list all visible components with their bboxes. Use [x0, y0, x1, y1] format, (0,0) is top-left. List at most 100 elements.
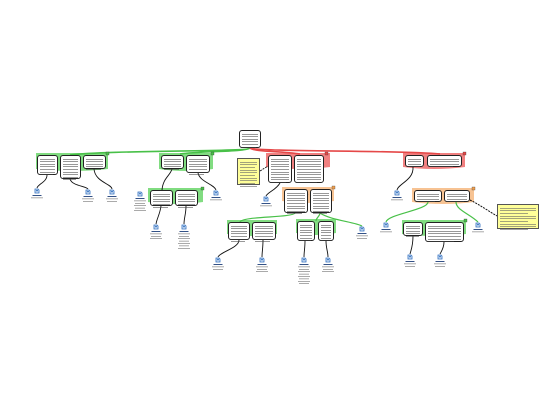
band-5-minus-square-icon[interactable]: [331, 185, 336, 190]
text-line: [153, 193, 170, 195]
text-line: [242, 136, 258, 138]
text-line: [447, 198, 467, 200]
text-line: [297, 171, 321, 173]
text-line: [428, 233, 461, 235]
note-center[interactable]: [237, 158, 260, 187]
node-cr-1[interactable]: [268, 155, 292, 183]
leaf-cr-3-person-document-icon[interactable]: [215, 257, 221, 263]
text-line: [189, 163, 207, 165]
node-r-2[interactable]: [427, 155, 462, 168]
leaf-cr-4-person-document-icon[interactable]: [259, 257, 265, 263]
text-line: [240, 177, 257, 179]
node-r-6[interactable]: [425, 222, 464, 243]
node-cr-2[interactable]: [294, 155, 324, 183]
text-line: [231, 241, 245, 243]
text-line: [321, 232, 331, 234]
text-line: [417, 198, 439, 200]
node-cr-6[interactable]: [252, 222, 276, 243]
node-cr-3[interactable]: [284, 189, 308, 215]
text-line: [271, 163, 289, 165]
text-line: [63, 161, 78, 163]
leaf-left-2-person-document-icon[interactable]: [85, 189, 91, 195]
text-line: [231, 238, 247, 240]
node-cl-3[interactable]: [150, 190, 173, 208]
text-line: [428, 225, 461, 227]
text-line: [178, 196, 195, 198]
node-cr-8[interactable]: [318, 221, 334, 242]
text-line: [164, 158, 181, 160]
text-line: [287, 195, 305, 197]
edge-r1: [396, 166, 414, 191]
node-cl-1[interactable]: [161, 155, 184, 170]
leaf-left-3-person-document-icon[interactable]: [109, 189, 115, 195]
node-r-3[interactable]: [414, 190, 442, 203]
node-cr-4[interactable]: [310, 189, 332, 215]
node-r-5[interactable]: [403, 222, 423, 237]
leaf-r-4-person-document-icon[interactable]: [407, 254, 413, 260]
text-line: [428, 241, 454, 243]
node-cr-5[interactable]: [228, 222, 250, 243]
text-line: [63, 179, 77, 181]
text-line: [164, 168, 179, 170]
text-line: [86, 163, 103, 165]
text-line: [300, 224, 312, 226]
text-line: [500, 223, 536, 225]
text-line: [313, 192, 329, 194]
text-line: [271, 158, 289, 160]
leaf-cl-2-person-document-icon[interactable]: [137, 191, 143, 197]
text-line: [297, 174, 321, 176]
node-left-2[interactable]: [60, 155, 81, 181]
node-cl-2[interactable]: [186, 155, 210, 176]
leaf-r-3-person-document-icon[interactable]: [475, 222, 481, 228]
leaf-cr-1-person-document-icon[interactable]: [263, 196, 269, 202]
leaf-cr-2-person-document-icon[interactable]: [359, 226, 365, 232]
leaf-cl-3-person-document-icon[interactable]: [153, 224, 159, 230]
text-line: [313, 202, 329, 204]
text-line: [447, 201, 464, 203]
edge-cl3: [155, 205, 162, 225]
leaf-cl-4-person-document-icon[interactable]: [181, 224, 187, 230]
leaf-r-5-person-document-icon[interactable]: [437, 254, 443, 260]
leaf-left-1-person-document-icon[interactable]: [34, 188, 40, 194]
text-line: [255, 230, 273, 232]
text-line: [178, 201, 195, 203]
band-4-minus-square-icon[interactable]: [324, 151, 329, 156]
text-line: [428, 238, 461, 240]
text-line: [86, 166, 103, 168]
node-left-1[interactable]: [37, 155, 58, 176]
node-cl-4[interactable]: [175, 190, 198, 208]
leaf-cl-1-person-document-icon[interactable]: [213, 190, 219, 196]
text-line: [153, 196, 170, 198]
text-line: [300, 234, 312, 236]
leaf-r-1-person-document-icon[interactable]: [394, 190, 400, 196]
text-line: [321, 234, 331, 236]
node-cr-7[interactable]: [297, 221, 315, 242]
band-1-minus-square-icon[interactable]: [105, 151, 110, 156]
leaf-r-2-person-document-icon[interactable]: [383, 222, 389, 228]
band-3-minus-square-icon[interactable]: [200, 186, 205, 191]
node-left-3[interactable]: [83, 155, 106, 170]
text-line: [271, 181, 287, 183]
text-line: [189, 158, 207, 160]
text-line: [447, 196, 467, 198]
leaf-cr-6-person-document-icon[interactable]: [325, 257, 331, 263]
band-7-minus-square-icon[interactable]: [471, 186, 476, 191]
text-line: [231, 225, 247, 227]
band-8-minus-square-icon[interactable]: [463, 218, 468, 223]
leaf-cr-5-person-document-icon[interactable]: [301, 257, 307, 263]
text-line: [417, 196, 439, 198]
text-line: [231, 230, 247, 232]
text-line: [500, 210, 536, 212]
text-line: [297, 166, 321, 168]
root-node[interactable]: [239, 130, 261, 148]
text-line: [40, 163, 55, 165]
band-6-minus-square-icon[interactable]: [462, 151, 467, 156]
node-r-1[interactable]: [405, 155, 424, 168]
text-line: [240, 172, 257, 174]
note-right[interactable]: [497, 204, 539, 231]
band-2-minus-square-icon[interactable]: [210, 151, 215, 156]
node-r-4[interactable]: [444, 190, 470, 203]
text-line: [240, 169, 257, 171]
text-line: [40, 158, 55, 160]
edge-cr4: [319, 212, 363, 227]
